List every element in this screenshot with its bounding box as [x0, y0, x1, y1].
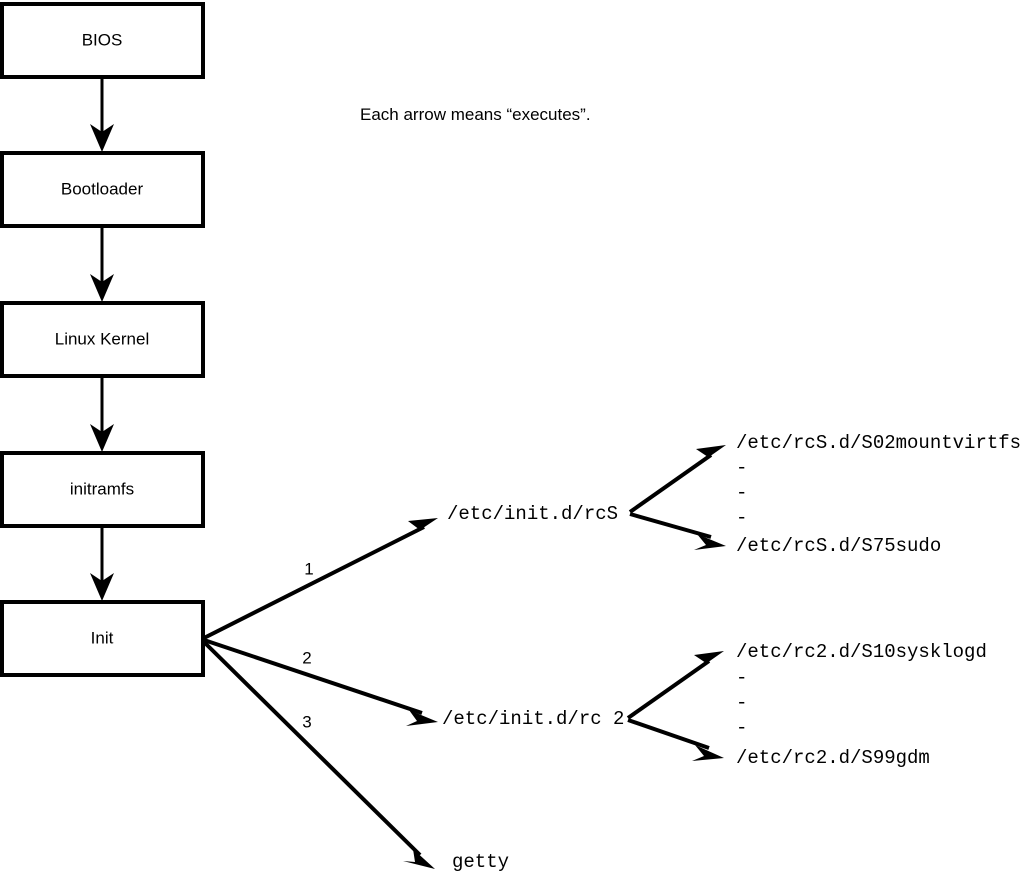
branch-2-target-label[interactable]: /etc/init.d/rc 2	[442, 708, 624, 730]
arrow-bios-to-bootloader	[90, 77, 114, 152]
node-bootloader[interactable]: Bootloader	[0, 151, 205, 228]
arrowhead-icon	[403, 849, 435, 869]
rcs-first-script-label[interactable]: /etc/rcS.d/S02mountvirtfs	[736, 432, 1021, 454]
node-initramfs-label: initramfs	[70, 479, 134, 498]
rc2-ellipsis-dash: -	[736, 667, 747, 689]
arrowhead-icon	[696, 445, 726, 464]
arrow-kernel-to-initramfs	[90, 376, 114, 452]
arrowhead-icon	[90, 124, 114, 152]
branch-2-group: 2 /etc/init.d/rc 2	[203, 638, 624, 730]
rcs-ellipsis-dash: -	[736, 482, 747, 504]
node-init-label: Init	[91, 628, 114, 647]
node-bootloader-label: Bootloader	[61, 179, 144, 198]
chain-arrows-group	[90, 77, 114, 601]
rcs-ellipsis-dash: -	[736, 507, 747, 529]
arrow-initramfs-to-init	[90, 526, 114, 601]
rc2-ellipsis-dash: -	[736, 717, 747, 739]
branch-1-group: 1 /etc/init.d/rcS	[203, 503, 618, 640]
arrowhead-icon	[694, 534, 726, 550]
node-initramfs-box[interactable]	[0, 451, 205, 528]
node-linux-kernel-box[interactable]	[0, 301, 205, 378]
rcs-ellipsis-dash: -	[736, 457, 747, 479]
arrowhead-icon	[408, 518, 438, 536]
node-bios[interactable]: BIOS	[0, 2, 205, 79]
arrowhead-icon	[90, 573, 114, 601]
rcs-last-script-label[interactable]: /etc/rcS.d/S75sudo	[736, 535, 941, 557]
rc2-scripts-group: /etc/rc2.d/S10sysklogd /etc/rc2.d/S99gdm…	[626, 641, 987, 769]
arrowhead-icon	[90, 424, 114, 452]
node-bios-label: BIOS	[82, 30, 123, 49]
arrowhead-icon	[406, 710, 438, 726]
rcs-scripts-group: /etc/rcS.d/S02mountvirtfs /etc/rcS.d/S75…	[628, 432, 1021, 557]
branch-3-group: 3 getty	[202, 640, 509, 873]
branch-3-number: 3	[302, 712, 311, 731]
node-linux-kernel-label: Linux Kernel	[55, 329, 150, 348]
boot-chain-group: BIOS Bootloader Linux Kernel initramfs I…	[0, 2, 205, 677]
node-init[interactable]: Init	[0, 600, 205, 677]
rc2-ellipsis-dash: -	[736, 692, 747, 714]
branch-1-target-label[interactable]: /etc/init.d/rcS	[447, 503, 618, 525]
arrow-bootloader-to-kernel	[90, 226, 114, 302]
branch-1-number: 1	[304, 559, 313, 578]
arrowhead-icon	[692, 745, 724, 761]
arrowhead-icon	[90, 274, 114, 302]
rc2-first-script-label[interactable]: /etc/rc2.d/S10sysklogd	[736, 641, 987, 663]
arrowhead-icon	[694, 651, 724, 670]
node-linux-kernel[interactable]: Linux Kernel	[0, 301, 205, 378]
node-bios-box[interactable]	[0, 2, 205, 79]
node-init-box[interactable]	[0, 600, 205, 677]
rc2-last-script-label[interactable]: /etc/rc2.d/S99gdm	[736, 747, 930, 769]
branch-2-number: 2	[302, 648, 311, 667]
node-initramfs[interactable]: initramfs	[0, 451, 205, 528]
branch-3-target-label[interactable]: getty	[452, 851, 509, 873]
caption-each-arrow-means-executes: Each arrow means “executes”.	[360, 105, 591, 124]
